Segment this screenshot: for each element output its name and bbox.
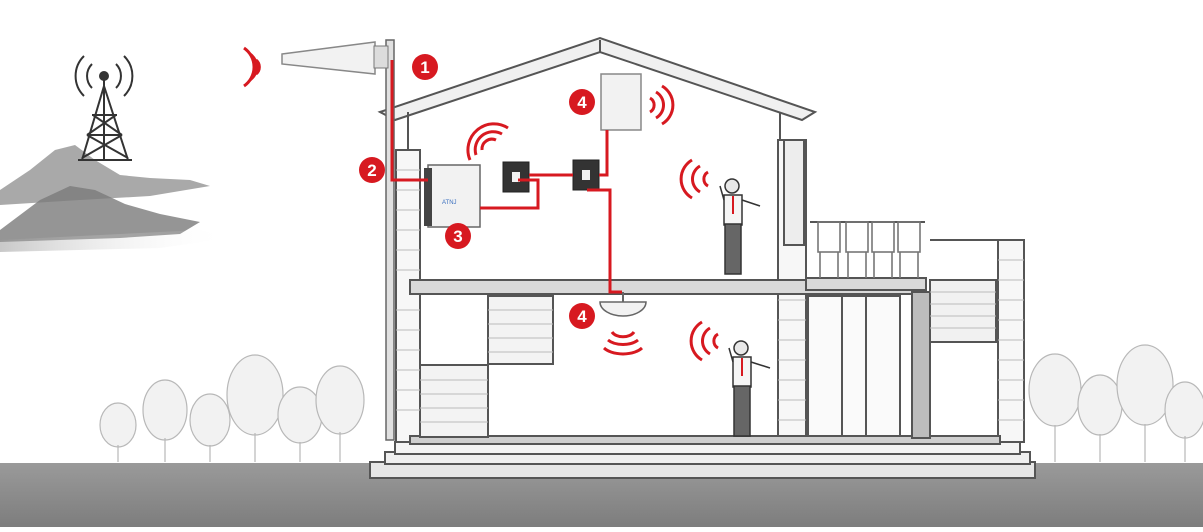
callout-1: 1 xyxy=(412,54,438,80)
booster-label: ATNJ xyxy=(442,200,457,206)
wave-panel xyxy=(649,84,675,126)
wave-person-upper xyxy=(679,158,709,200)
wave-booster xyxy=(466,122,509,161)
callout-4-dome: 4 xyxy=(569,303,595,329)
person-lower-floor xyxy=(728,340,771,437)
splitter-1 xyxy=(502,161,530,193)
brick-texture xyxy=(396,169,1024,423)
callout-2: 2 xyxy=(359,157,385,183)
antenna-mast xyxy=(385,39,395,441)
callout-4-panel-label: 4 xyxy=(577,93,587,112)
callout-4-panel: 4 xyxy=(569,89,595,115)
balcony-chairs xyxy=(817,221,921,278)
callout-3: 3 xyxy=(445,223,471,249)
wave-outdoor-antenna xyxy=(243,46,261,88)
cell-tower xyxy=(74,55,134,161)
booster-amplifier: ATNJ xyxy=(424,164,481,228)
coaxial-cables xyxy=(390,60,622,294)
callout-4-dome-label: 4 xyxy=(577,307,587,326)
indoor-dome-antenna xyxy=(599,292,647,317)
indoor-panel-antenna xyxy=(600,73,642,131)
signal-waves xyxy=(243,46,719,362)
house xyxy=(369,36,1036,479)
mountains xyxy=(0,145,230,252)
wave-dome xyxy=(602,331,644,356)
splitter-2 xyxy=(572,159,600,191)
callout-1-label: 1 xyxy=(420,58,429,77)
background-trees xyxy=(99,344,1203,462)
person-upper-floor xyxy=(719,178,761,275)
outdoor-antenna xyxy=(281,41,389,75)
callout-2-label: 2 xyxy=(367,161,376,180)
wave-person-lower xyxy=(689,320,719,362)
callout-3-label: 3 xyxy=(453,227,462,246)
